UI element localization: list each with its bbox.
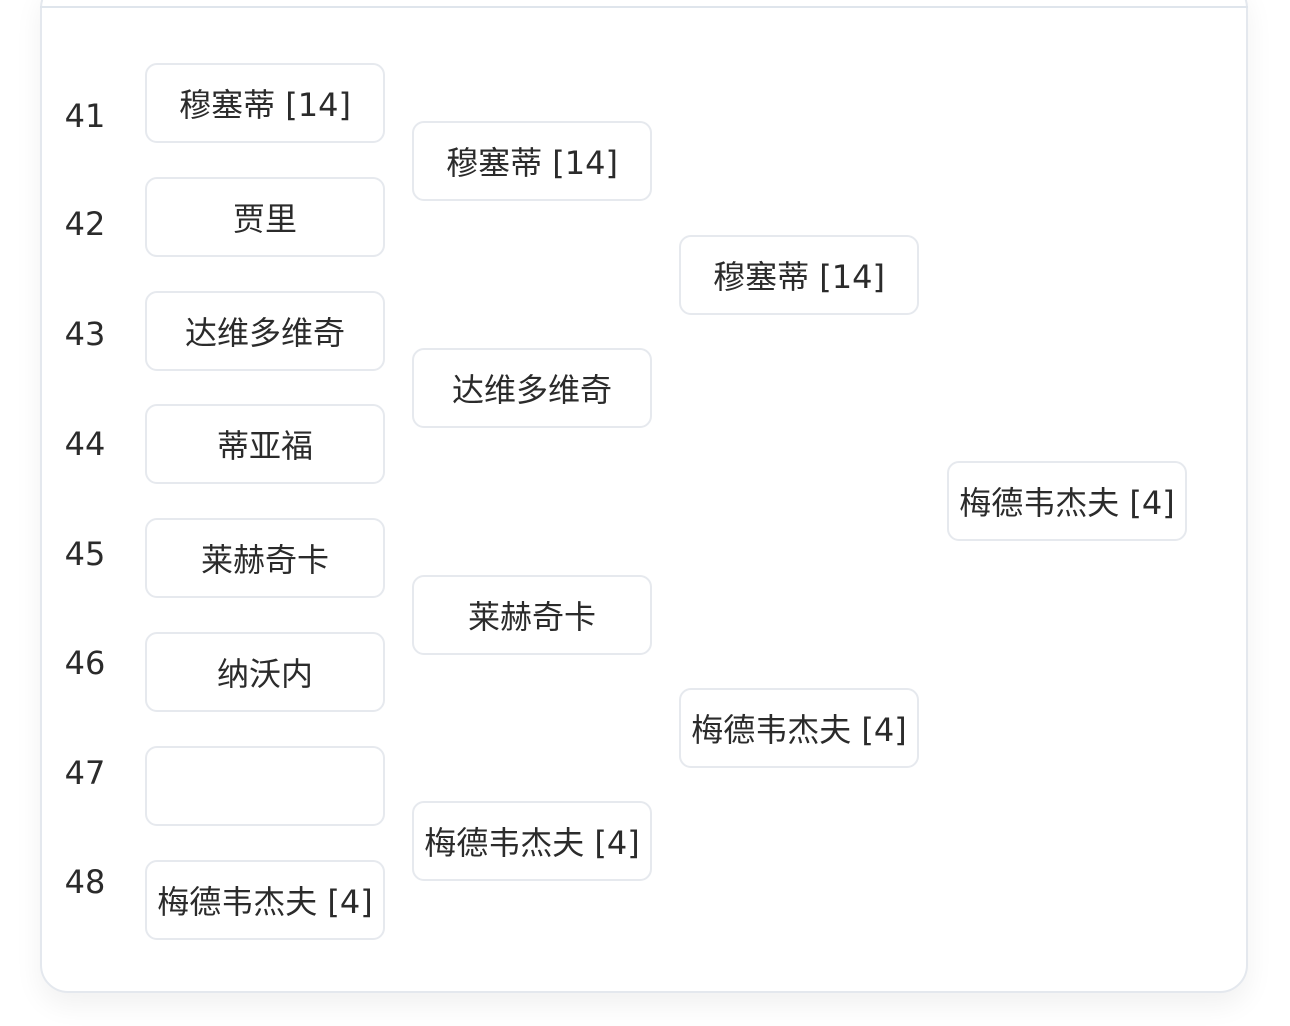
round1-player-slot[interactable] [145, 746, 385, 826]
round2-player-slot[interactable]: 达维多维奇 [412, 348, 652, 428]
round3-player-slot[interactable]: 穆塞蒂 [14] [679, 235, 919, 315]
seed-number: 48 [64, 863, 106, 901]
round1-player-slot[interactable]: 蒂亚福 [145, 404, 385, 484]
round2-player-slot[interactable]: 梅德韦杰夫 [4] [412, 801, 652, 881]
round1-player-slot[interactable]: 莱赫奇卡 [145, 518, 385, 598]
round3-player-slot[interactable]: 梅德韦杰夫 [4] [679, 688, 919, 768]
seed-number: 42 [64, 205, 106, 243]
round1-player-slot[interactable]: 贾里 [145, 177, 385, 257]
round1-player-slot[interactable]: 穆塞蒂 [14] [145, 63, 385, 143]
round2-player-slot[interactable]: 莱赫奇卡 [412, 575, 652, 655]
divider [40, 6, 1248, 8]
round1-player-slot[interactable]: 达维多维奇 [145, 291, 385, 371]
round1-player-slot[interactable]: 纳沃内 [145, 632, 385, 712]
seed-number: 45 [64, 535, 106, 573]
seed-number: 47 [64, 754, 106, 792]
seed-number: 41 [64, 97, 106, 135]
seed-number: 46 [64, 644, 106, 682]
round4-player-slot[interactable]: 梅德韦杰夫 [4] [947, 461, 1187, 541]
round2-player-slot[interactable]: 穆塞蒂 [14] [412, 121, 652, 201]
seed-number: 44 [64, 425, 106, 463]
round1-player-slot[interactable]: 梅德韦杰夫 [4] [145, 860, 385, 940]
seed-number: 43 [64, 315, 106, 353]
